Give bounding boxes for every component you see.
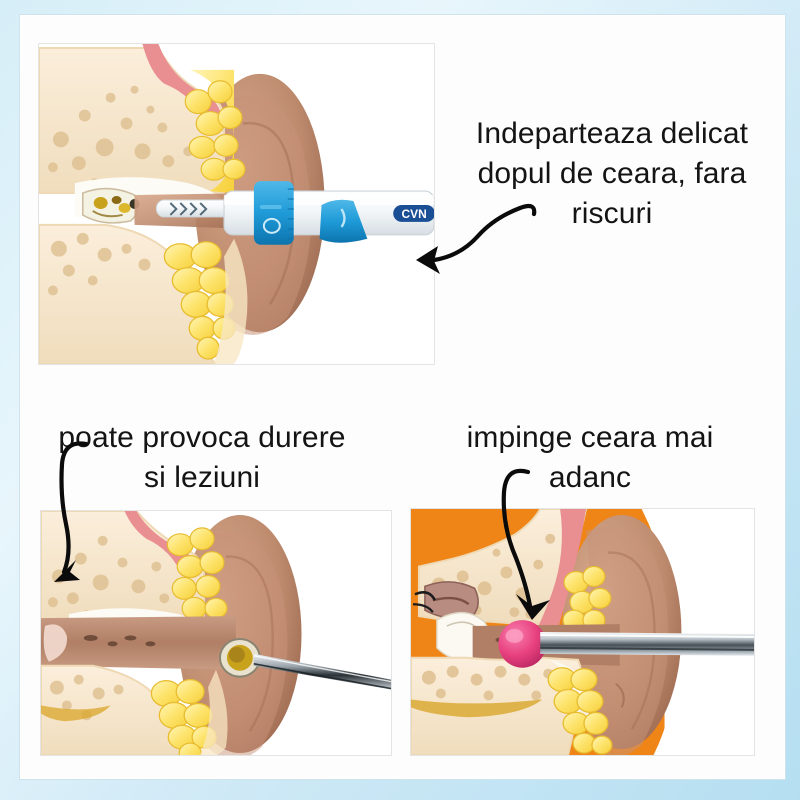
ear-cotton-swab-art (411, 509, 754, 755)
panel-ear-metal-loop-tool-illustration (40, 510, 392, 756)
ear-device-illustration-art: CVN (39, 44, 434, 364)
arrow-top-pointing-left (416, 203, 537, 274)
device-logo-text: CVN (402, 207, 427, 221)
caption-top: Indeparteaza delicat dopul de ceara, far… (475, 117, 749, 230)
arrow-bottom-left-pointing-down (54, 441, 89, 582)
ear-metal-loop-tool-art (41, 511, 391, 755)
caption-bottom-right: impinge ceara mai adanc (466, 421, 714, 494)
caption-bottom-left: poate provoca durere si leziuni (58, 421, 346, 494)
panel-ear-cotton-swab-illustration (410, 508, 755, 756)
panel-ear-device-illustration: CVN (38, 43, 435, 365)
arrow-bottom-right-pointing-down (501, 468, 550, 620)
